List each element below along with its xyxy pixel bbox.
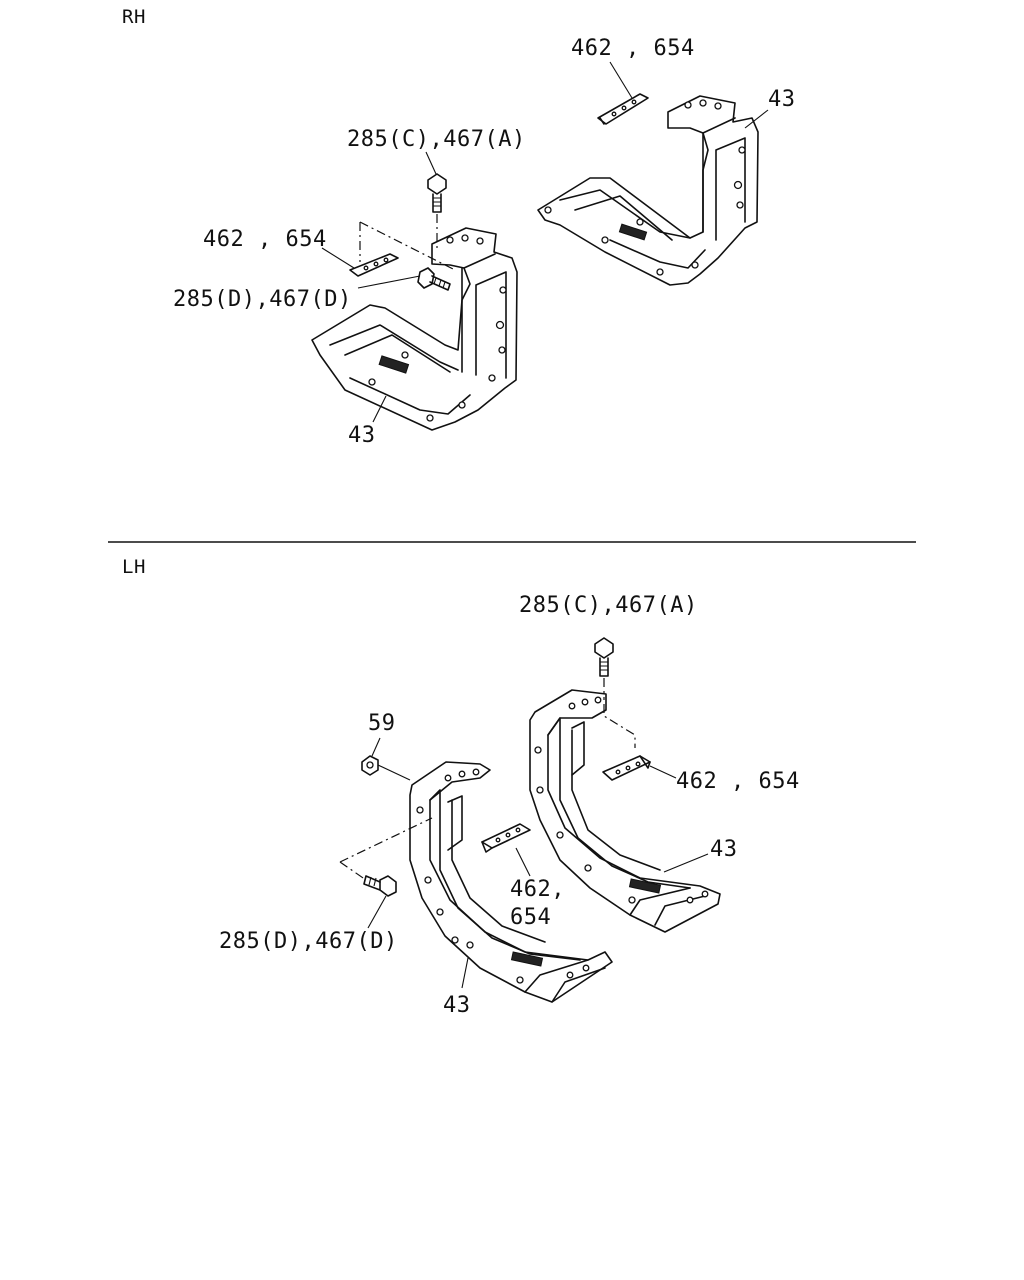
lh-bracket-43-right <box>529 689 721 933</box>
label-rh-285c-467a: 285(C),467(A) <box>347 127 526 152</box>
label-lh-285c-467a: 285(C),467(A) <box>519 593 698 618</box>
rh-leader-43-bottom <box>372 395 387 423</box>
lh-bolt-285c <box>594 637 636 748</box>
lh-bolt-285d <box>339 817 433 897</box>
label-rh-43-right: 43 <box>768 87 796 112</box>
rh-bolt-285d <box>417 267 451 291</box>
lh-leader-462-right <box>649 765 677 779</box>
rh-bracket-43-bottom <box>311 227 518 431</box>
lh-leader-43-bottom <box>461 957 469 989</box>
label-rh-462-654-left: 462 , 654 <box>203 227 327 252</box>
label-lh-43-right: 43 <box>710 837 738 862</box>
label-rh-43-bottom: 43 <box>348 423 376 448</box>
lh-leader-59 <box>371 737 381 757</box>
label-lh-462-line1: 462, <box>510 877 565 902</box>
lh-nut-59 <box>361 755 411 781</box>
label-rh-462-654-top: 462 , 654 <box>571 36 695 61</box>
rh-bolt-285c <box>427 173 447 252</box>
section-title-lh: LH <box>122 556 146 578</box>
rh-bracket-43-right <box>537 95 759 286</box>
rh-leader-43-right <box>744 109 769 129</box>
lh-leader-462-center <box>515 847 531 877</box>
label-lh-654-line2: 654 <box>510 905 551 930</box>
label-lh-59: 59 <box>368 711 396 736</box>
rh-plate-462-654-left <box>349 221 456 277</box>
section-title-rh: RH <box>122 6 146 28</box>
label-lh-285d-467d: 285(D),467(D) <box>219 929 398 954</box>
lh-leader-43-right <box>663 853 709 873</box>
rh-leader-285c <box>425 151 437 175</box>
lh-plate-462-654-right <box>602 755 651 781</box>
rh-leader-285d <box>357 275 421 289</box>
rh-leader-462-left <box>321 247 355 269</box>
lh-bracket-43-bottom <box>409 761 613 1003</box>
lh-plate-462-654-center <box>481 823 531 853</box>
label-rh-285d-467d: 285(D),467(D) <box>173 287 352 312</box>
label-lh-43-bottom: 43 <box>443 993 471 1018</box>
lh-leader-285d <box>367 895 387 929</box>
rh-leader-462-top <box>609 61 633 99</box>
label-lh-462-654-right: 462 , 654 <box>676 769 800 794</box>
rh-plate-462-654-top <box>597 93 649 125</box>
